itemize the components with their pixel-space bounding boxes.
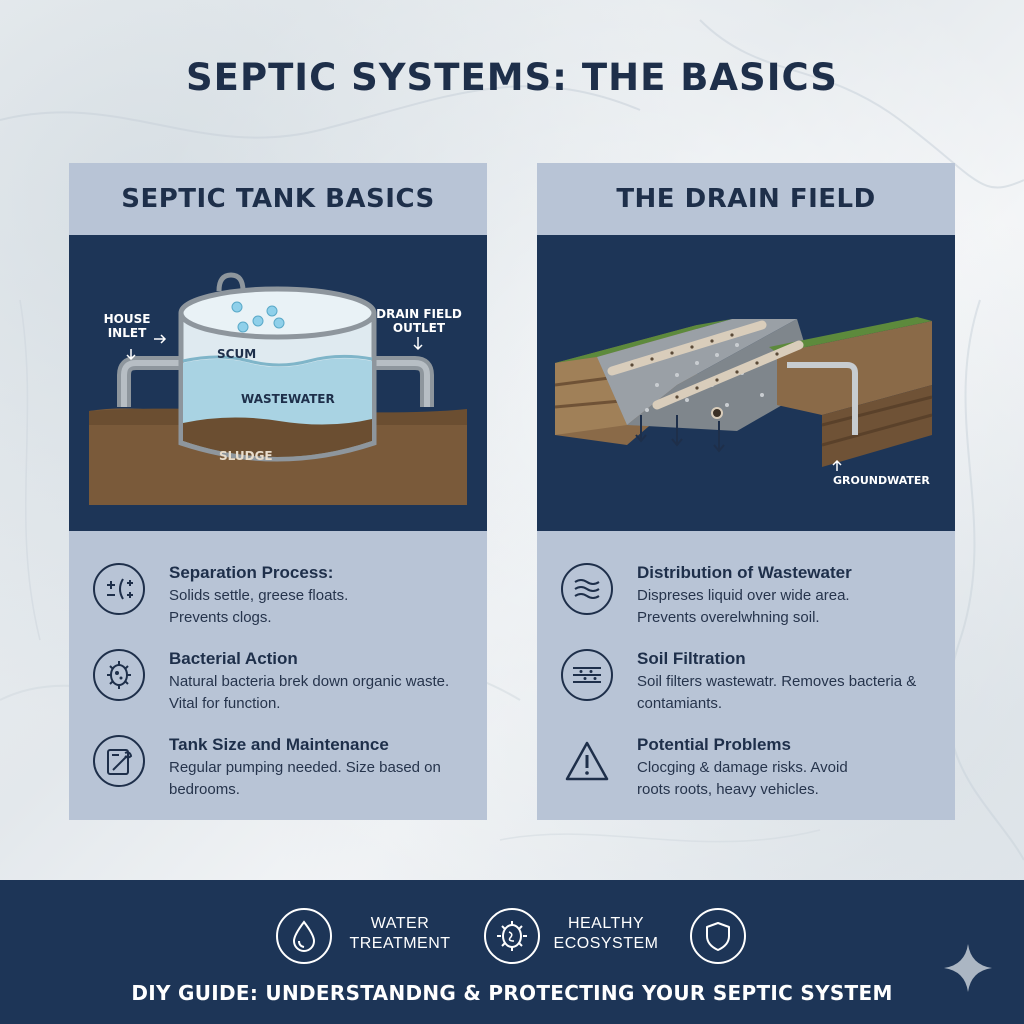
feature-title: Potential Problems: [637, 735, 791, 754]
badge-label-line: HEALTHY: [567, 915, 645, 932]
warning-icon: [561, 735, 613, 787]
panel-title: SEPTIC TANK BASICS: [121, 184, 435, 214]
separation-icon: [93, 563, 145, 615]
feature-desc-line: Soil filters wastewatr. Removes bacteria…: [637, 673, 917, 690]
feature-title: Distribution of Wastewater: [637, 563, 852, 582]
scum-label: SCUM: [217, 347, 256, 361]
septic-tank-illustration: HOUSE INLET DRAIN FIELD OUTLET SCUM WAST…: [69, 235, 487, 531]
house-inlet-label-2: INLET: [108, 326, 147, 340]
feature-desc-line: Prevents overelwhning soil.: [637, 609, 820, 626]
drain-field-illustration: GROUNDWATER: [537, 235, 955, 531]
sparkle-icon: [944, 944, 992, 992]
feature-desc-line: Solids settle, greese floats.: [169, 587, 349, 604]
feature-title: Tank Size and Maintenance: [169, 735, 389, 754]
feature-maintenance: Tank Size and Maintenance Regular pumpin…: [93, 735, 473, 815]
footer-banner: WATER TREATMENT HEALTHY ECOSYSTEM DIY GU…: [0, 880, 1024, 1024]
feature-title: Bacterial Action: [169, 649, 298, 668]
badge-label-water: WATER TREATMENT: [340, 914, 460, 954]
feature-desc-line: Dispreses liquid over wide area.: [637, 587, 850, 604]
feature-desc-line: bedrooms.: [169, 781, 240, 798]
feature-bacterial: Bacterial Action Natural bacteria brek d…: [93, 649, 473, 729]
waves-icon: [561, 563, 613, 615]
feature-desc-line: Clocging & damage risks. Avoid: [637, 759, 848, 776]
wastewater-label: WASTEWATER: [241, 392, 335, 406]
panel-title: THE DRAIN FIELD EXPLAINED: [616, 184, 876, 286]
drain-field-panel: THE DRAIN FIELD EXPLAINED: [537, 163, 955, 820]
badge-label-line: WATER: [370, 915, 430, 932]
feature-desc-line: contamiants.: [637, 695, 723, 712]
badge-label-ecosystem: HEALTHY ECOSYSTEM: [546, 914, 666, 954]
drain-outlet-label-2: OUTLET: [393, 321, 446, 335]
shield-icon: [690, 908, 746, 964]
maintenance-icon: [93, 735, 145, 787]
feature-desc-line: Regular pumping needed. Size based on: [169, 759, 441, 776]
groundwater-label: GROUNDWATER: [833, 474, 930, 487]
house-inlet-label: HOUSE: [104, 312, 151, 326]
feature-description: Natural bacteria brek down organic waste…: [169, 671, 479, 715]
feature-description: Solids settle, greese floats. Prevents c…: [169, 585, 479, 629]
feature-desc-line: roots roots, heavy vehicles.: [637, 781, 819, 798]
feature-description: Regular pumping needed. Size based on be…: [169, 757, 479, 801]
feature-desc-line: Vital for function.: [169, 695, 281, 712]
feature-title: Soil Filtration: [637, 649, 746, 668]
badge-label-line: ECOSYSTEM: [553, 935, 659, 952]
feature-potential-problems: Potential Problems Clocging & damage ris…: [561, 735, 941, 815]
feature-desc-line: Natural bacteria brek down organic waste…: [169, 673, 450, 690]
soil-layers-icon: [561, 649, 613, 701]
septic-tank-panel: SEPTIC TANK BASICS: [69, 163, 487, 820]
feature-description: Dispreses liquid over wide area. Prevent…: [637, 585, 947, 629]
microbe-icon: [484, 908, 540, 964]
feature-desc-line: Prevents clogs.: [169, 609, 272, 626]
page-title: SEPTIC SYSTEMS: THE BASICS: [186, 56, 838, 99]
bacteria-icon: [93, 649, 145, 701]
drain-outlet-label: DRAIN FIELD: [376, 307, 462, 321]
footer-guide-text: DIY GUIDE: UNDERSTANDNG & PROTECTING YOU…: [131, 981, 893, 1005]
sludge-label: SLUDGE: [219, 449, 273, 463]
feature-title: Separation Process:: [169, 563, 334, 582]
water-drop-icon: [276, 908, 332, 964]
feature-soil-filtration: Soil Filtration Soil filters wastewatr. …: [561, 649, 941, 729]
feature-description: Soil filters wastewatr. Removes bacteria…: [637, 671, 947, 715]
badge-label-line: TREATMENT: [349, 935, 451, 952]
feature-separation: Separation Process: Solids settle, grees…: [93, 563, 473, 643]
feature-description: Clocging & damage risks. Avoid roots roo…: [637, 757, 947, 801]
feature-distribution: Distribution of Wastewater Dispreses liq…: [561, 563, 941, 643]
